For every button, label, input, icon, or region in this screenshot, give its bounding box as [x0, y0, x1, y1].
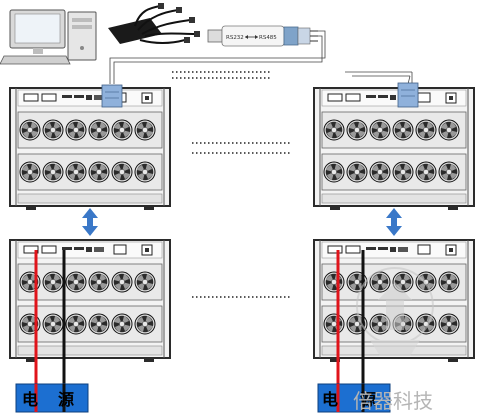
ellipsis-dots-icon	[172, 71, 272, 79]
converter-left-label: RS232	[226, 35, 244, 41]
ellipsis-dots-top-row	[192, 142, 290, 154]
cabinet-top-left	[10, 84, 170, 210]
watermark-text: 倍器科技	[353, 389, 433, 413]
cabinet-top-right	[314, 82, 474, 210]
connector-box-top-left	[101, 84, 123, 108]
power-label-left-char-2: 源	[58, 390, 74, 409]
power-wires-right	[336, 250, 365, 388]
power-label-left: 电 源	[15, 383, 89, 413]
power-label-left-char-1: 电	[22, 390, 38, 409]
bus-cables	[109, 30, 413, 85]
double-arrow-icon	[82, 208, 98, 236]
power-label-right-char-2: 源	[360, 390, 376, 409]
power-label-right-char-1: 电	[322, 390, 338, 409]
power-label-right: 电 源	[317, 383, 391, 413]
usb-hub-cable-icon	[108, 3, 200, 44]
watermark-logo	[355, 267, 434, 356]
converter-right-label: RS485	[259, 35, 277, 41]
rs232-rs485-converter-icon: RS232 RS485	[207, 25, 318, 47]
connector-box-top-right	[397, 82, 419, 108]
cabinet-bottom-left	[10, 240, 170, 362]
power-wires-left	[34, 250, 66, 388]
double-arrow-icon	[386, 208, 402, 236]
computer-icon	[0, 9, 97, 65]
